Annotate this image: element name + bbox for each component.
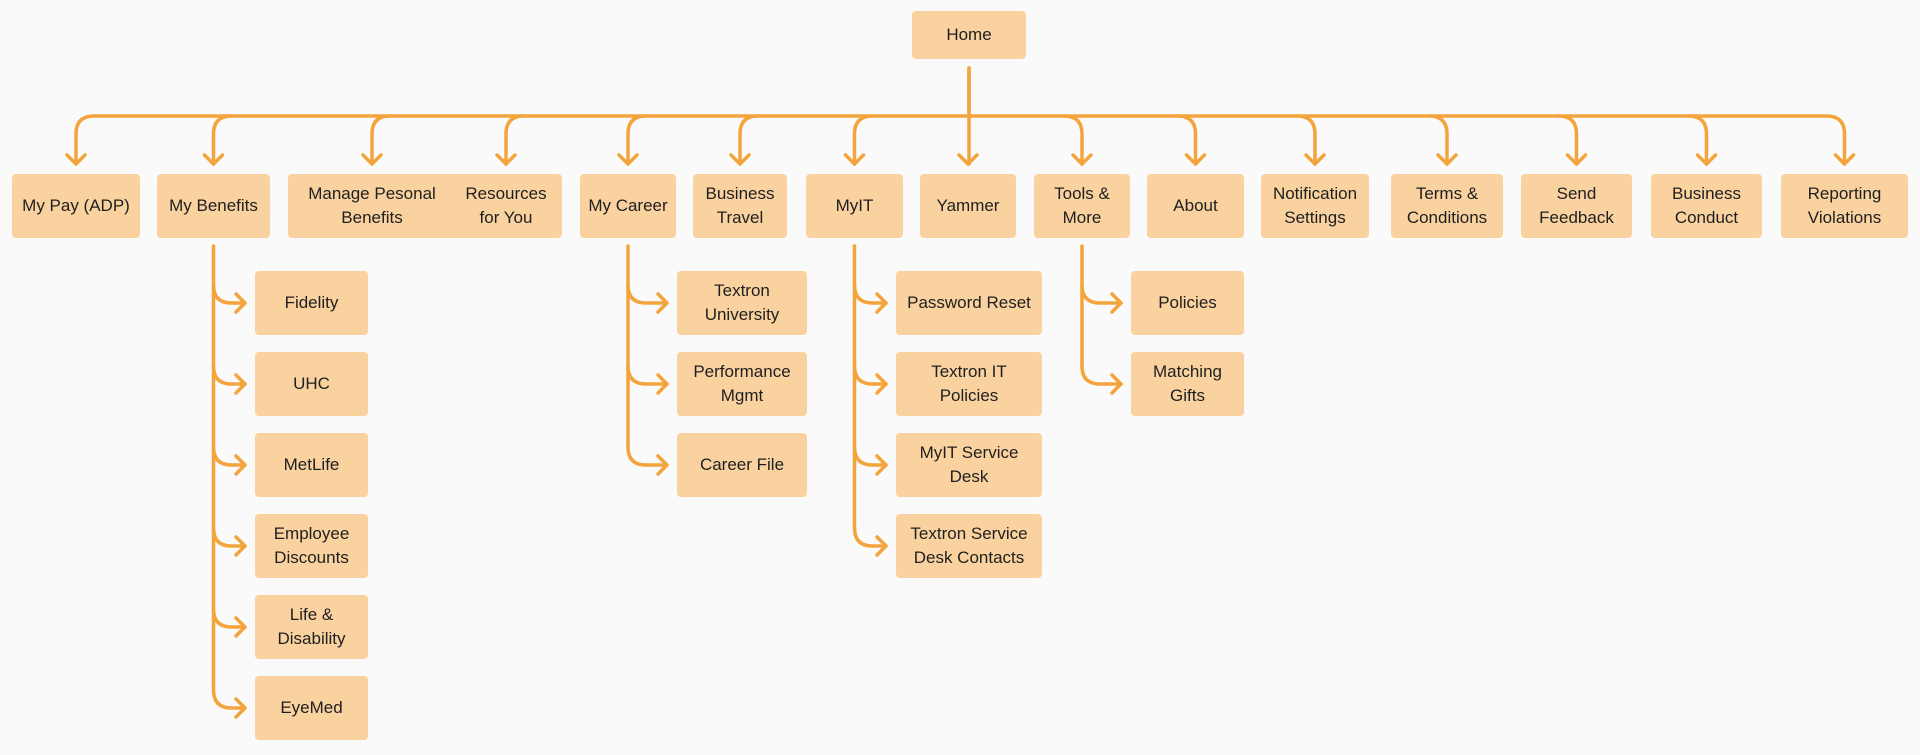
child-branch-matching-gifts [1080,364,1123,386]
node-career-file[interactable]: Career File [677,433,807,497]
node-tools-more[interactable]: Tools & More [1034,174,1130,238]
child-branch-eyemed [211,688,247,710]
node-fidelity[interactable]: Fidelity [255,271,368,335]
node-eyemed[interactable]: EyeMed [255,676,368,740]
arrow-textron-university [656,292,669,314]
arrow-password-reset [875,292,888,314]
node-my-career[interactable]: My Career [580,174,676,238]
node-notification-settings[interactable]: Notification Settings [1261,174,1369,238]
branch-line-terms-conditions [1427,114,1449,166]
arrow-performance-mgmt [656,373,669,395]
arrow-send-feedback [1565,153,1588,166]
node-terms-conditions[interactable]: Terms & Conditions [1391,174,1503,238]
node-textron-service-desk-contacts[interactable]: Textron Service Desk Contacts [896,514,1042,578]
child-branch-employee-discounts [211,526,247,548]
node-password-reset[interactable]: Password Reset [896,271,1042,335]
node-matching-gifts[interactable]: Matching Gifts [1131,352,1244,416]
node-textron-university[interactable]: Textron University [677,271,807,335]
branch-line-my-benefits [211,114,234,166]
node-employee-discounts[interactable]: Employee Discounts [255,514,368,578]
arrow-notification-settings [1304,153,1326,166]
node-manage-pesonal-benefits[interactable]: Manage Pesonal Benefits [288,174,456,238]
arrow-matching-gifts [1110,373,1123,395]
node-yammer[interactable]: Yammer [920,174,1016,238]
branch-line-myit [852,114,875,166]
node-resources-for-you[interactable]: Resources for You [450,174,562,238]
branch-line-business-travel [738,114,760,166]
child-branch-myit-service-desk [852,445,888,467]
child-branch-uhc [211,364,247,386]
branch-line-reporting-violations [1824,114,1847,166]
arrow-my-pay-adp [65,153,87,166]
arrow-manage-pesonal-benefits [361,153,383,166]
child-branch-fidelity [211,283,247,305]
arrow-myit [843,153,866,166]
node-life-disability[interactable]: Life & Disability [255,595,368,659]
node-policies[interactable]: Policies [1131,271,1244,335]
branch-line-my-career [626,114,648,166]
branch-line-resources-for-you [504,114,526,166]
child-branch-career-file [626,445,669,467]
branch-line-about [1175,114,1198,166]
node-performance-mgmt[interactable]: Performance Mgmt [677,352,807,416]
branch-line-manage-pesonal-benefits [370,114,392,166]
node-myit-service-desk[interactable]: MyIT Service Desk [896,433,1042,497]
arrow-business-conduct [1695,153,1718,166]
arrow-life-disability [234,616,247,638]
node-my-benefits[interactable]: My Benefits [157,174,270,238]
arrow-myit-service-desk [875,454,888,476]
node-send-feedback[interactable]: Send Feedback [1521,174,1632,238]
arrow-employee-discounts [234,535,247,557]
node-about[interactable]: About [1147,174,1244,238]
arrow-about [1184,153,1207,166]
node-my-pay-adp[interactable]: My Pay (ADP) [12,174,140,238]
branch-line-tools-more [1062,114,1084,166]
child-branch-textron-university [626,283,669,305]
arrow-uhc [234,373,247,395]
arrow-my-career [617,153,639,166]
arrow-textron-service-desk-contacts [875,535,888,557]
child-branch-password-reset [852,283,888,305]
arrow-fidelity [234,292,247,314]
child-branch-metlife [211,445,247,467]
branch-line-notification-settings [1295,114,1317,166]
arrow-my-benefits [202,153,225,166]
node-reporting-violations[interactable]: Reporting Violations [1781,174,1908,238]
branch-line-my-pay-adp [74,114,96,166]
arrow-terms-conditions [1436,153,1458,166]
node-metlife[interactable]: MetLife [255,433,368,497]
child-branch-textron-service-desk-contacts [852,526,888,548]
arrow-metlife [234,454,247,476]
child-branch-life-disability [211,607,247,629]
arrow-business-travel [729,153,751,166]
node-home[interactable]: Home [912,11,1026,59]
node-textron-it-policies[interactable]: Textron IT Policies [896,352,1042,416]
child-branch-policies [1080,283,1123,305]
child-branch-textron-it-policies [852,364,888,386]
node-uhc[interactable]: UHC [255,352,368,416]
arrow-yammer [957,153,979,166]
node-myit[interactable]: MyIT [806,174,903,238]
arrow-reporting-violations [1833,153,1856,166]
arrow-resources-for-you [495,153,517,166]
arrow-policies [1110,292,1123,314]
node-business-travel[interactable]: Business Travel [693,174,787,238]
branch-line-business-conduct [1686,114,1709,166]
branch-line-send-feedback [1556,114,1579,166]
arrow-eyemed [234,697,247,719]
node-business-conduct[interactable]: Business Conduct [1651,174,1762,238]
arrow-career-file [656,454,669,476]
arrow-tools-more [1071,153,1093,166]
arrow-textron-it-policies [875,373,888,395]
child-branch-performance-mgmt [626,364,669,386]
